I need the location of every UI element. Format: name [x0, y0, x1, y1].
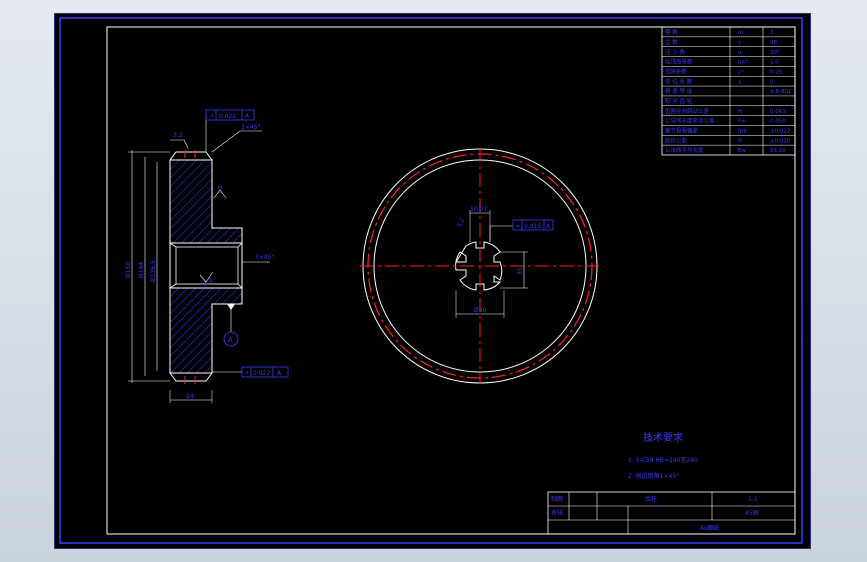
inner-border	[106, 26, 796, 535]
param-name: 齿顶高系数	[665, 58, 693, 66]
keyway-width: 10.07	[470, 206, 487, 213]
tooth-bottom	[169, 372, 213, 382]
splined-bore	[455, 241, 503, 291]
param-name: 压 力 角	[665, 48, 685, 56]
title-block-r2c1: 审核	[551, 509, 563, 517]
param-value: 0.25	[770, 69, 783, 75]
param-symbol: ha*	[738, 60, 748, 66]
param-value: 48	[770, 40, 777, 46]
param-symbol: Fr	[738, 109, 744, 115]
param-symbol: c*	[738, 69, 744, 75]
section-bore	[169, 242, 243, 289]
svg-text:A: A	[228, 336, 233, 344]
drawing-viewport[interactable]	[54, 13, 811, 549]
title-block-r2c3: 45钢	[745, 509, 759, 517]
param-name: 齿形公差	[665, 136, 688, 144]
param-name: 模 数	[665, 28, 678, 36]
chamfer-top: 3×45°	[241, 124, 260, 131]
title-block-r1c1: 制图	[551, 495, 563, 503]
svg-text:↗: ↗	[209, 113, 214, 120]
param-symbol: α	[738, 50, 742, 56]
param-value: 20°	[770, 50, 780, 56]
svg-text:0.022: 0.022	[253, 370, 270, 377]
svg-text:=: =	[515, 223, 520, 230]
outer-border	[59, 17, 803, 544]
front-tolerance-frame: = 0.015 A	[489, 219, 554, 242]
note-item-2: 2. 锐边倒角1×45°	[628, 472, 679, 480]
title-block-r1c3: 1:1	[748, 496, 758, 503]
param-value: 0.050	[770, 119, 786, 125]
param-name: 变 位 系 数	[665, 77, 693, 85]
param-symbol: x	[738, 79, 742, 85]
param-name: 顶隙系数	[665, 67, 688, 75]
svg-text:A: A	[277, 370, 282, 377]
chamfer-bore: 3×45°	[255, 254, 274, 261]
gear-front-view: 10.07 3.2 = 0.015 A 35 Ø30	[360, 148, 600, 384]
svg-text:0.022: 0.022	[219, 113, 236, 120]
param-value: 55.20	[770, 148, 786, 154]
roughness-bore: 1.6	[203, 277, 215, 288]
gear-section-view: Ø150 Ø144 Ø136.5 24 3.2 3×45° 3×45° 3.2 …	[125, 109, 289, 403]
svg-text:A: A	[245, 113, 250, 120]
title-block-r1c2: 齿轮	[645, 495, 657, 503]
param-value: 0	[770, 79, 774, 85]
param-name: 公法线平均长度	[665, 146, 704, 154]
note-item-1: 1. S-C59 HB=240至280	[628, 457, 698, 464]
param-symbol: ff	[738, 138, 742, 144]
datum-marker-a: A	[223, 304, 239, 347]
parameter-table: 模 数 m 3 齿 数 z 48 压 力 角 α 20° 齿顶高系数 ha* 1.0 顶隙系数 c* 0.2…	[661, 26, 796, 156]
roughness-face: 3.2	[173, 132, 183, 139]
keyway-roughness: 3.2	[456, 217, 467, 229]
param-name: 公法线长度变动公差	[665, 117, 715, 125]
notes-title: 技术要求	[643, 431, 683, 444]
svg-text:A: A	[546, 223, 551, 230]
param-symbol: z	[738, 40, 741, 46]
param-value: 1.0	[770, 60, 779, 66]
param-value: 9-8-8GJ	[770, 89, 791, 95]
param-symbol: Fw	[738, 119, 746, 125]
param-name: 配 对 齿 轮	[665, 97, 693, 105]
param-value: ±0.020	[770, 138, 791, 144]
svg-text:↗: ↗	[244, 370, 249, 377]
param-name: 齿 数	[665, 38, 678, 46]
tooth-top	[169, 151, 213, 161]
dim-outer-diameter: Ø150	[125, 262, 132, 278]
dim-pitch-diameter: Ø136.5	[150, 260, 157, 282]
param-symbol: Ew	[738, 148, 746, 154]
param-value: ±0.022	[770, 129, 790, 135]
technical-requirements: 技术要求 1. S-C59 HB=240至280 2. 锐边倒角1×45°	[628, 431, 698, 480]
dim-width: 24	[186, 393, 194, 400]
tolerance-frame-top: ↗ 0.022 A	[205, 109, 255, 152]
tolerance-frame-bottom: ↗ 0.022 A	[212, 366, 289, 378]
param-value: 0.063	[770, 109, 786, 115]
param-value: 3	[770, 30, 774, 36]
param-name: 齿圈径向跳动公差	[665, 107, 710, 115]
roughness-hub: 3.2	[217, 185, 224, 195]
param-name: 精 度 等 级	[665, 87, 693, 95]
param-name: 基节极限偏差	[665, 127, 699, 135]
section-bore-inner	[175, 246, 239, 285]
param-symbol: m	[738, 30, 743, 36]
param-symbol: fpb	[738, 129, 747, 135]
svg-text:0.015: 0.015	[524, 223, 541, 230]
title-block: 制图 齿轮 1:1 审核 45钢 Ao图纸	[547, 491, 796, 535]
dim-root-diameter: Ø144	[138, 262, 145, 278]
dim-hub-diameter: Ø30	[474, 307, 487, 314]
section-hatch-top	[169, 159, 243, 244]
dim-key-depth: 35	[517, 267, 524, 275]
title-block-r3c2: Ao图纸	[700, 524, 720, 532]
